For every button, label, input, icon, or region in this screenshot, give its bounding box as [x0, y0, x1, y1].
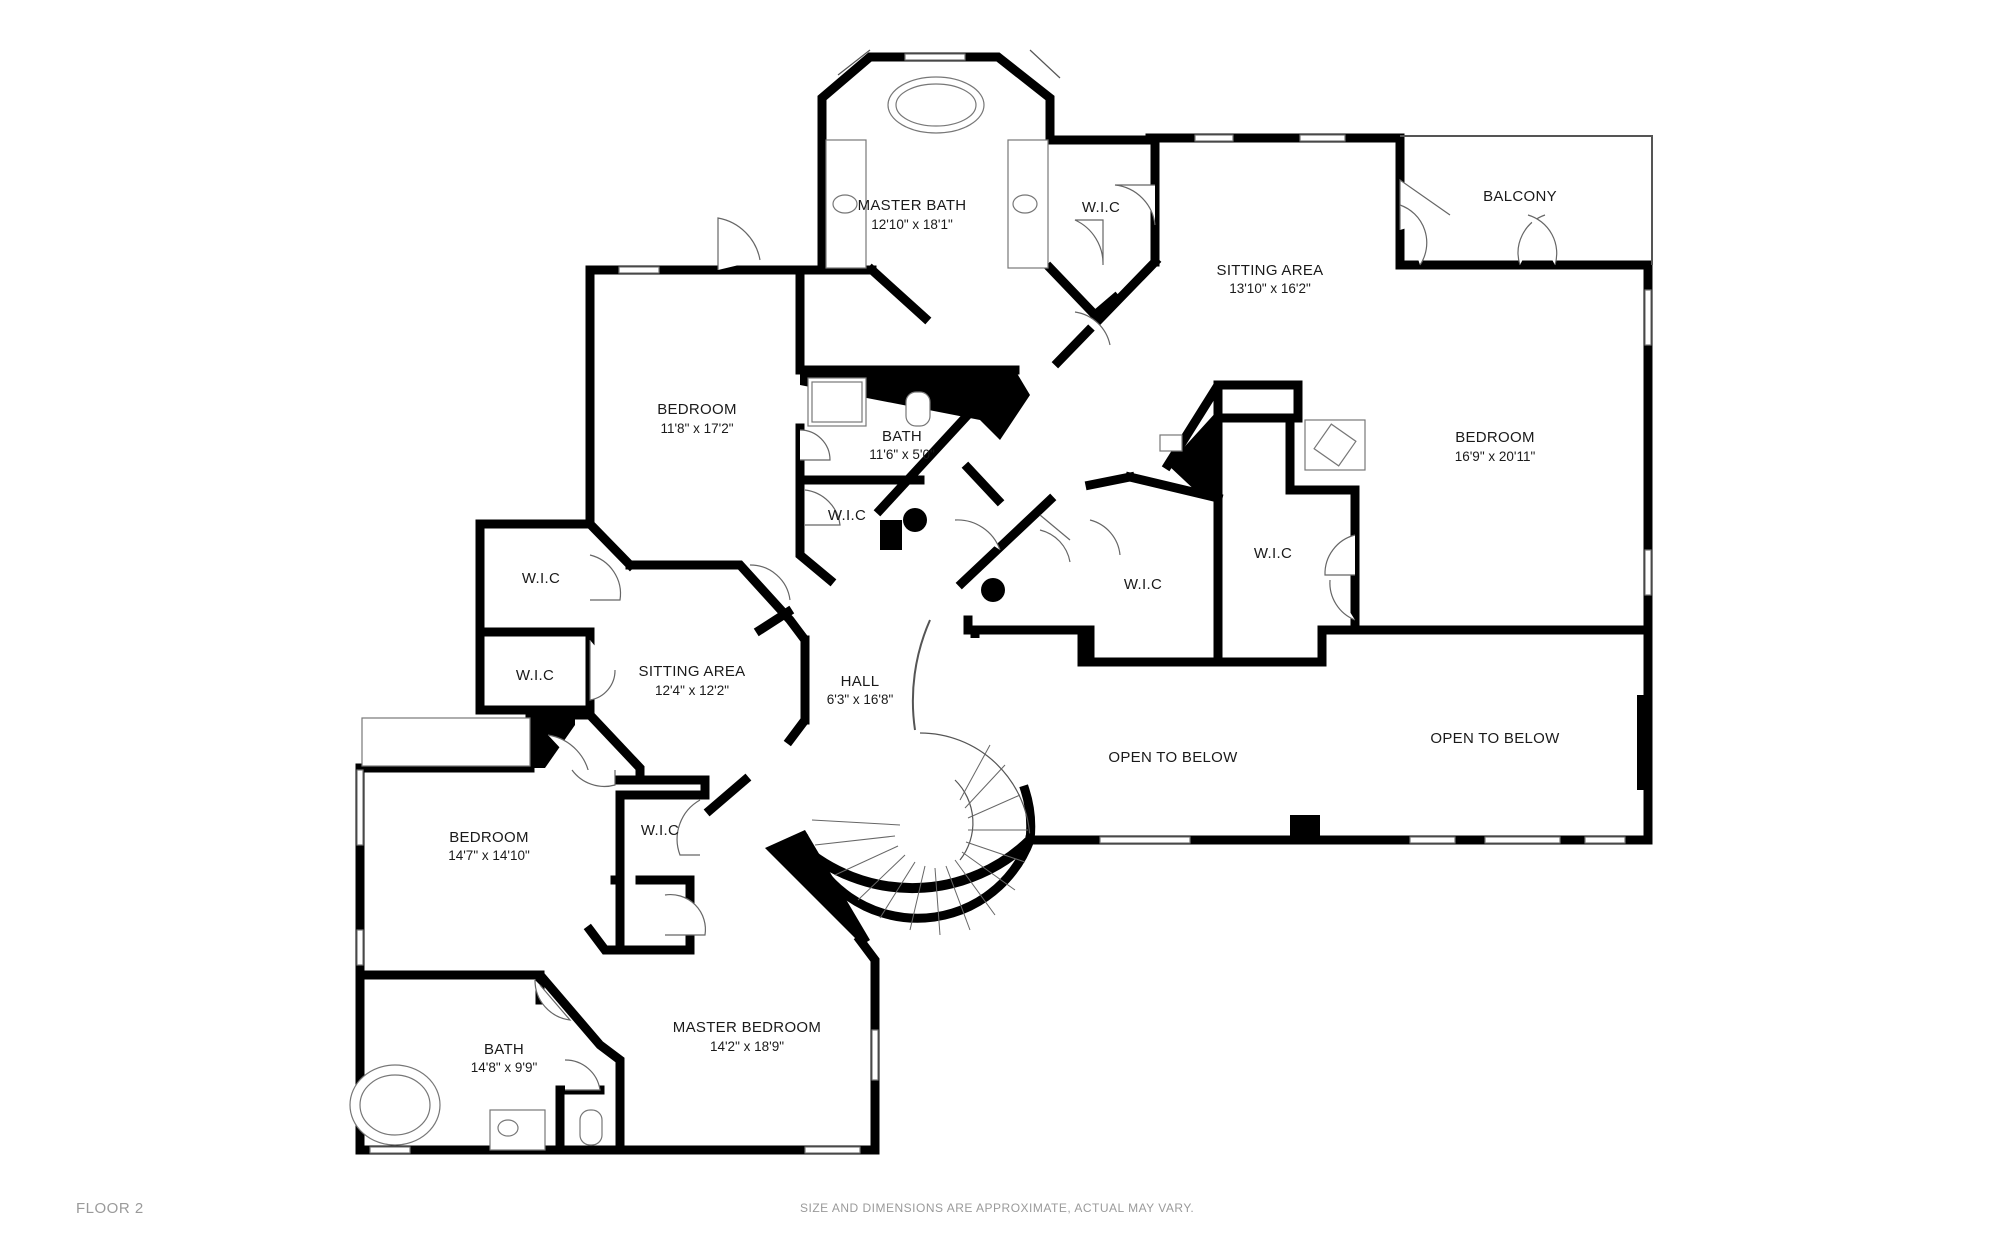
- room-bath-lower-dims: 14'8" x 9'9": [471, 1060, 538, 1075]
- room-open-to-below-1-name: OPEN TO BELOW: [1108, 749, 1238, 766]
- room-sitting-area-top-dims: 13'10" x 16'2": [1229, 281, 1311, 296]
- room-bedroom-top-left-name: BEDROOM: [657, 401, 737, 418]
- room-bedroom-left-name: BEDROOM: [449, 829, 529, 846]
- room-bath-mid-name: BATH: [882, 428, 922, 445]
- room-sitting-area-top-name: SITTING AREA: [1217, 262, 1324, 279]
- room-master-bedroom-dims: 14'2" x 18'9": [710, 1039, 784, 1054]
- room-master-bath-name: MASTER BATH: [858, 197, 967, 214]
- fixtures: [349, 76, 1366, 1151]
- room-wic-top-name: W.I.C: [1082, 199, 1120, 216]
- room-balcony-name: BALCONY: [1483, 188, 1557, 205]
- room-wic-mid-name: W.I.C: [828, 507, 866, 524]
- room-hall-name: HALL: [841, 673, 880, 690]
- floor-label: FLOOR 2: [76, 1200, 144, 1217]
- room-bath-mid-dims: 11'6" x 5'0": [869, 447, 935, 462]
- room-bath-lower-name: BATH: [484, 1041, 524, 1058]
- room-hall-dims: 6'3" x 16'8": [827, 692, 894, 707]
- room-wic-left-bottom-name: W.I.C: [516, 667, 554, 684]
- room-wic-lower-name: W.I.C: [641, 822, 679, 839]
- spiral-staircase: [792, 619, 1038, 936]
- room-open-to-below-2-name: OPEN TO BELOW: [1430, 730, 1560, 747]
- room-wic-right-name: W.I.C: [1254, 545, 1292, 562]
- disclaimer-text: SIZE AND DIMENSIONS ARE APPROXIMATE, ACT…: [800, 1201, 1195, 1215]
- solid-wall-blocks: [530, 370, 1648, 945]
- room-bedroom-right-name: BEDROOM: [1455, 429, 1535, 446]
- room-sitting-area-left-dims: 12'4" x 12'2": [655, 683, 729, 698]
- room-bedroom-right-dims: 16'9" x 20'11": [1455, 449, 1536, 464]
- room-bedroom-top-left-dims: 11'8" x 17'2": [660, 421, 733, 436]
- windows: [356, 49, 1652, 1154]
- room-wic-center-right-name: W.I.C: [1124, 576, 1162, 593]
- room-bedroom-left-dims: 14'7" x 14'10": [448, 848, 530, 863]
- room-sitting-area-left-name: SITTING AREA: [639, 663, 746, 680]
- room-labels: MASTER BATH 12'10" x 18'1" W.I.C BALCONY…: [448, 188, 1560, 1075]
- walls: [355, 52, 1653, 1155]
- room-master-bath-dims: 12'10" x 18'1": [871, 217, 953, 232]
- room-master-bedroom-name: MASTER BEDROOM: [673, 1019, 821, 1036]
- room-wic-left-top-name: W.I.C: [522, 570, 560, 587]
- doors: [534, 178, 1558, 1091]
